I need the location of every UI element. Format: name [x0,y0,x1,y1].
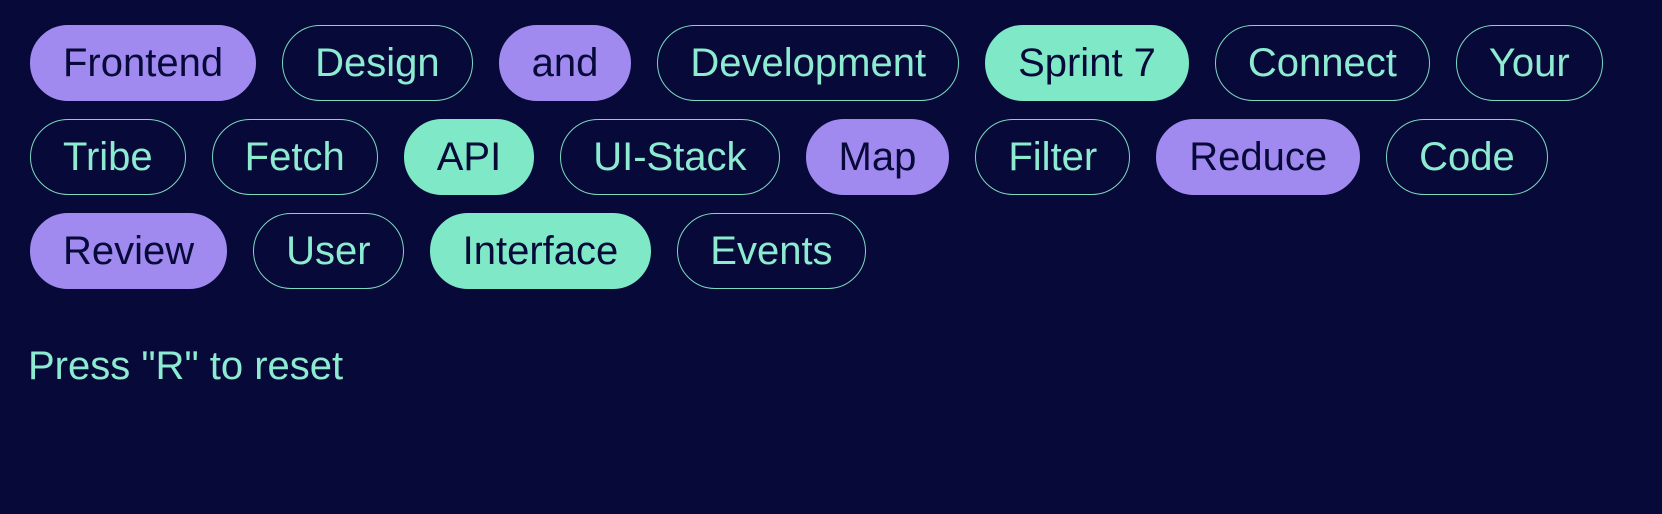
chip-interface[interactable]: Interface [429,213,652,289]
chip-your[interactable]: Your [1455,25,1603,101]
chip-connect[interactable]: Connect [1214,25,1430,101]
word-chip-board: Frontend Design and Development Sprint 7… [28,25,1603,388]
chip-filter[interactable]: Filter [975,119,1131,195]
chip-sprint-7[interactable]: Sprint 7 [985,25,1189,101]
chip-ui-stack[interactable]: UI-Stack [560,119,780,195]
chip-list: Frontend Design and Development Sprint 7… [30,25,1603,289]
chip-frontend[interactable]: Frontend [30,25,257,101]
chip-events[interactable]: Events [677,213,866,289]
chip-api[interactable]: API [403,119,535,195]
chip-code[interactable]: Code [1386,119,1548,195]
chip-tribe[interactable]: Tribe [30,119,186,195]
chip-design[interactable]: Design [282,25,473,101]
chip-reduce[interactable]: Reduce [1156,119,1361,195]
chip-user[interactable]: User [253,213,404,289]
chip-review[interactable]: Review [30,213,228,289]
chip-development[interactable]: Development [657,25,960,101]
chip-map[interactable]: Map [805,119,950,195]
chip-fetch[interactable]: Fetch [211,119,378,195]
chip-and[interactable]: and [498,25,632,101]
reset-hint: Press "R" to reset [28,344,344,388]
